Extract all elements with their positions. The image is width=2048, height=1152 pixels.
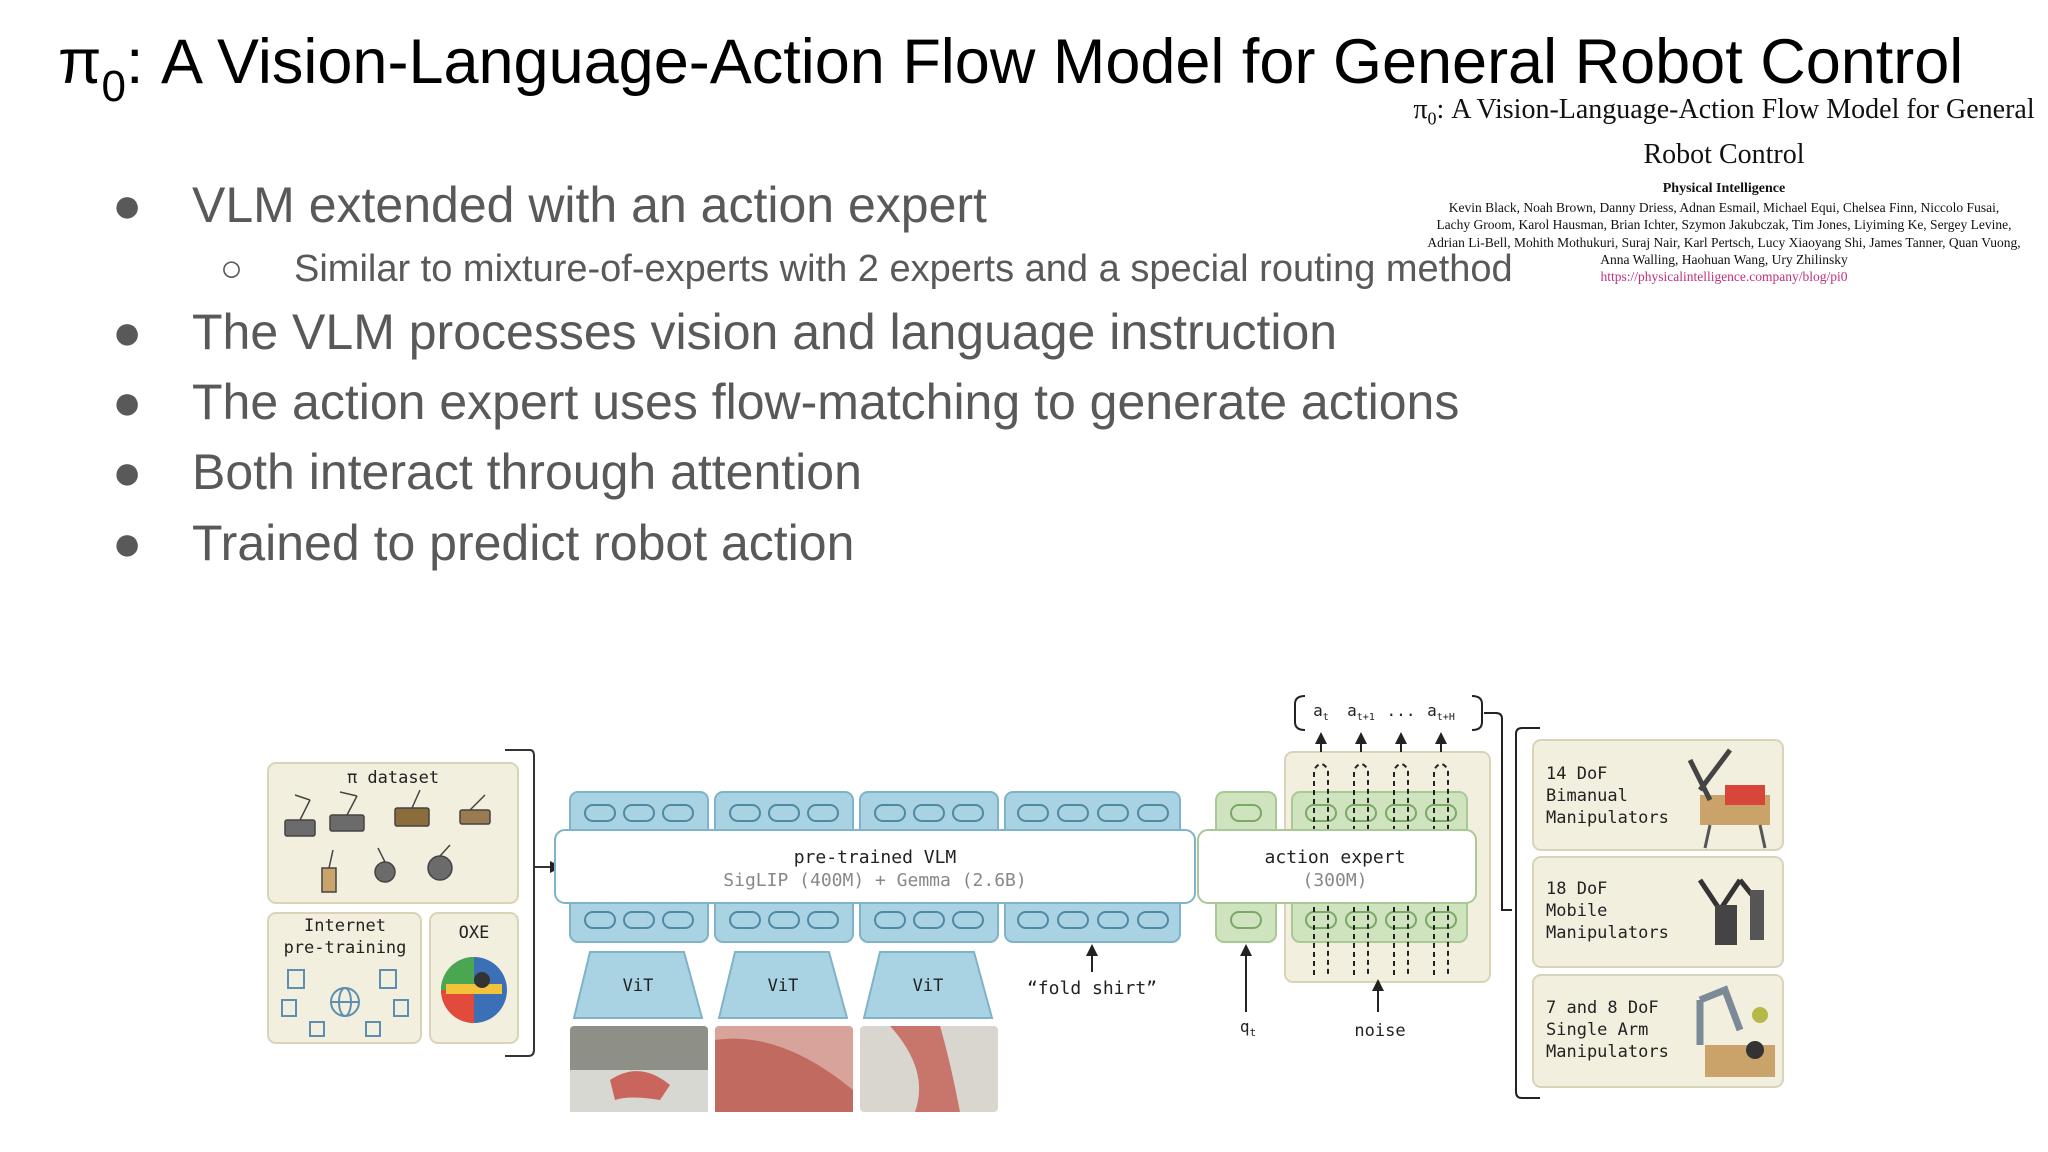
mobile-robot-icon (1697, 878, 1764, 945)
robot-label: Mobile (1546, 901, 1607, 921)
bullet-text: Both interact through attention (192, 444, 862, 500)
oxe-label: OXE (459, 923, 490, 943)
paper-header: π0: A Vision-Language-Action Flow Model … (1400, 92, 2048, 285)
robot-label: Manipulators (1546, 1042, 1669, 1062)
author-line: Adrian Li-Bell, Mohith Mothukuri, Suraj … (1427, 234, 2021, 250)
dataset-panel: π dataset Internet pre-training OXE (267, 749, 562, 1057)
bullet-list: ● VLM extended with an action expert ○ S… (112, 177, 1513, 571)
vit-label: ViT (768, 976, 799, 996)
single-arm-robot-icon (1696, 985, 1775, 1077)
bullet-text: VLM extended with an action expert (192, 177, 987, 233)
robot-label: Single Arm (1546, 1020, 1648, 1040)
robot-label: 7 and 8 DoF (1546, 998, 1659, 1018)
author-line: Kevin Black, Noah Brown, Danny Driess, A… (1448, 199, 2000, 215)
title-pi: π (58, 27, 102, 97)
action-outputs: at at+1 ... at+H (1294, 695, 1512, 911)
internet-label-1: Internet (304, 916, 386, 936)
vlm-band: pre-trained VLM SigLIP (400M) + Gemma (2… (554, 829, 1196, 904)
paper-title-pi: π (1413, 94, 1428, 125)
paper-title-rest: : A Vision-Language-Action Flow Model fo… (1436, 94, 2035, 170)
vlm-label: pre-trained VLM (794, 847, 957, 868)
sub-bullet-dot: ○ (220, 248, 243, 290)
paper-title-subscript: 0 (1427, 108, 1437, 129)
camera-images (570, 1026, 998, 1112)
action-expert-label: action expert (1265, 847, 1406, 868)
bullet-dot: ● (112, 444, 143, 500)
q-sub: t (1250, 1026, 1257, 1039)
bimanual-robot-icon (1687, 748, 1770, 849)
action-token: ... (1387, 701, 1416, 720)
bullet-dot: ● (112, 304, 143, 360)
robot-label: 18 DoF (1546, 879, 1607, 899)
sub-bullet-text: Similar to mixture-of-experts with 2 exp… (294, 248, 1513, 290)
slide-title: π0: A Vision-Language-Action Flow Model … (58, 24, 1963, 125)
internet-label-2: pre-training (284, 938, 407, 958)
dataset-title: π dataset (347, 768, 439, 788)
q-main: q (1240, 1017, 1250, 1036)
bullet-text: Trained to predict robot action (192, 515, 855, 571)
bullet-dot: ● (112, 177, 143, 233)
paper-title: π0: A Vision-Language-Action Flow Model … (1400, 92, 2048, 173)
action-expert-band: action expert (300M) (1197, 829, 1477, 904)
robot-panels: 14 DoF Bimanual Manipulators 18 DoF Mobi… (1515, 727, 1784, 1099)
paper-link[interactable]: https://physicalintelligence.company/blo… (1600, 268, 1848, 284)
globe-icon (281, 969, 409, 1037)
vit-encoders: ViT ViT ViT (572, 951, 994, 1019)
robot-label: 14 DoF (1546, 764, 1607, 784)
bullet-dot: ● (112, 515, 143, 571)
paper-authors: Kevin Black, Noah Brown, Danny Driess, A… (1400, 199, 2048, 269)
robot-label: Manipulators (1546, 808, 1669, 828)
vit-label: ViT (913, 976, 944, 996)
action-token: at (1313, 701, 1329, 723)
title-rest: : A Vision-Language-Action Flow Model fo… (125, 27, 1964, 97)
instruction-text: “fold shirt” (1027, 978, 1157, 999)
vlm-sub: SigLIP (400M) + Gemma (2.6B) (723, 870, 1026, 891)
oxe-logo-icon (441, 957, 507, 1023)
robot-label: Manipulators (1546, 923, 1669, 943)
robot-arm-icons (284, 789, 491, 893)
paper-org: Physical Intelligence (1662, 180, 1786, 196)
author-line: Lachy Groom, Karol Hausman, Brian Ichter… (1436, 217, 2012, 233)
bullet-dot: ● (112, 374, 143, 430)
robot-label: Bimanual (1546, 786, 1628, 806)
author-line: Anna Walling, Haohuan Wang, Ury Zhilinsk… (1600, 252, 1848, 268)
action-expert-sub: (300M) (1302, 870, 1367, 891)
noise-label: noise (1354, 1021, 1405, 1041)
q-label: qt (1240, 1017, 1256, 1039)
bullet-text: The VLM processes vision and language in… (192, 304, 1338, 360)
title-subscript: 0 (101, 62, 126, 111)
action-token: at+1 (1347, 701, 1375, 723)
bullet-text: The action expert uses flow-matching to … (192, 374, 1460, 430)
action-token: at+H (1427, 701, 1455, 723)
vit-label: ViT (623, 976, 654, 996)
